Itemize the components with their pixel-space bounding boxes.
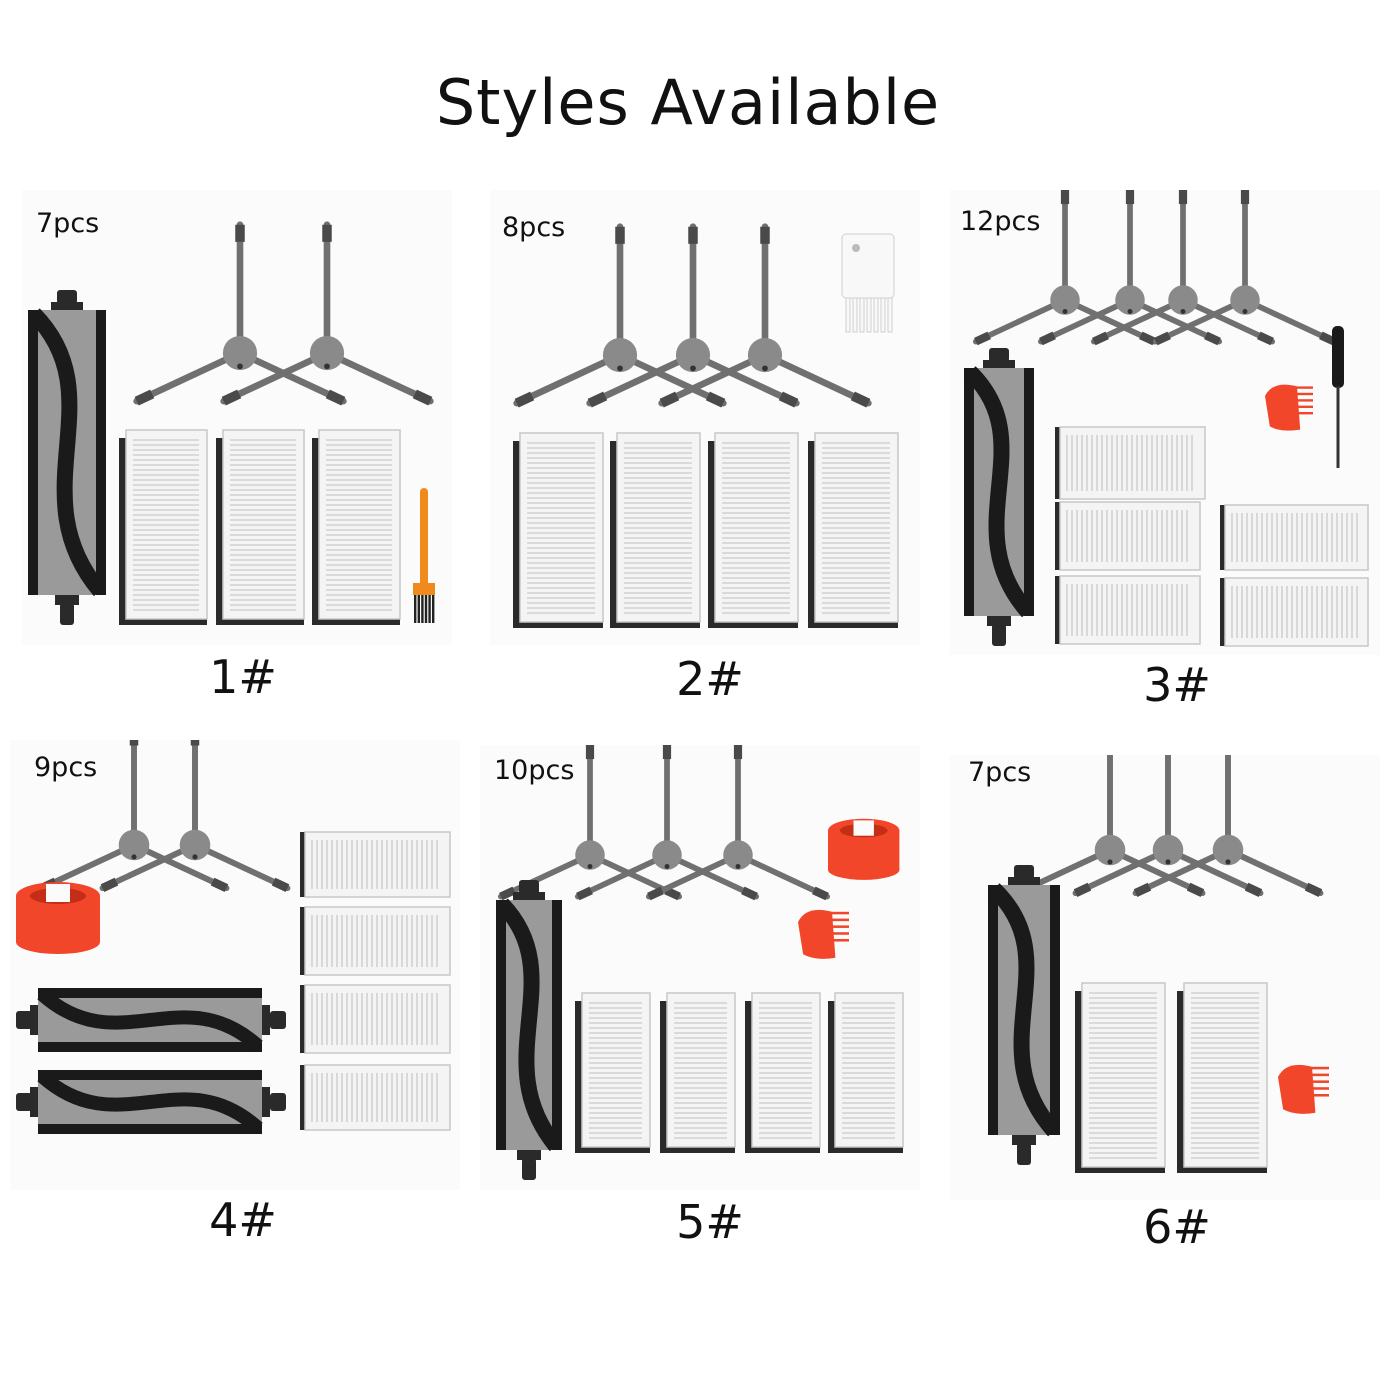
brush-cleaning-cup xyxy=(16,882,100,954)
style-card-5[interactable]: 10pcs xyxy=(480,745,920,1190)
side-brush xyxy=(220,221,434,406)
main-roller-brush xyxy=(496,880,563,1180)
side-brush xyxy=(574,745,760,901)
side-brush xyxy=(133,221,347,406)
side-brush xyxy=(1090,190,1276,346)
cleaning-tool xyxy=(1278,1064,1329,1114)
hepa-filter xyxy=(745,992,821,1153)
style-card-6[interactable]: 7pcs xyxy=(950,755,1380,1200)
side-brush xyxy=(972,190,1158,346)
hepa-filter xyxy=(216,429,305,625)
hepa-filter xyxy=(1055,501,1201,571)
cleaning-tool xyxy=(1265,384,1313,431)
side-brush xyxy=(1132,755,1324,897)
hepa-filter xyxy=(119,429,208,625)
hepa-filter xyxy=(300,984,451,1054)
style-4-number: 4# xyxy=(209,1193,277,1247)
style-1-piece-count: 7pcs xyxy=(36,208,100,239)
style-4-product-image xyxy=(16,740,451,1134)
style-6-number: 6# xyxy=(1143,1200,1211,1254)
hepa-filter xyxy=(1055,575,1201,645)
main-roller-brush xyxy=(16,1070,286,1134)
side-brush xyxy=(99,740,291,892)
brush-cleaning-cup xyxy=(828,818,900,880)
cleaning-comb xyxy=(841,233,895,333)
side-brush xyxy=(513,223,727,408)
side-brush xyxy=(658,223,872,408)
style-2-number: 2# xyxy=(676,652,744,706)
style-1-number: 1# xyxy=(209,650,277,704)
hepa-filter xyxy=(1220,577,1369,647)
style-5-number: 5# xyxy=(676,1195,744,1249)
hepa-filter xyxy=(708,432,799,628)
main-roller-brush xyxy=(988,865,1061,1165)
style-2-piece-count: 8pcs xyxy=(502,212,566,243)
hepa-filter xyxy=(300,1064,451,1131)
side-brush xyxy=(1037,190,1223,346)
style-6-piece-count: 7pcs xyxy=(968,757,1032,788)
style-1-product-image xyxy=(28,221,435,625)
style-card-1[interactable]: 7pcs xyxy=(22,190,452,645)
hepa-filter xyxy=(660,992,736,1153)
style-3-product-image xyxy=(964,190,1369,647)
style-card-2[interactable]: 8pcs xyxy=(490,190,920,645)
side-brush xyxy=(497,745,683,901)
hepa-filter xyxy=(575,992,651,1153)
style-2-product-image xyxy=(513,223,899,628)
style-card-4[interactable]: 9pcs xyxy=(10,740,460,1190)
hepa-filter xyxy=(312,429,401,625)
side-brush xyxy=(586,223,800,408)
hepa-filter xyxy=(300,831,451,898)
cleaning-tool xyxy=(798,909,849,959)
style-6-product-image xyxy=(988,755,1329,1173)
hepa-filter xyxy=(1220,504,1369,571)
main-roller-brush xyxy=(964,348,1035,646)
main-roller-brush xyxy=(16,988,286,1052)
hepa-filter xyxy=(1177,982,1268,1173)
hepa-filter xyxy=(1075,982,1166,1173)
style-4-piece-count: 9pcs xyxy=(34,752,98,783)
style-5-piece-count: 10pcs xyxy=(494,755,575,786)
cleaning-brush xyxy=(413,488,435,623)
hepa-filter xyxy=(300,906,451,976)
page-title: Styles Available xyxy=(435,66,941,139)
side-brush xyxy=(1072,755,1264,897)
hepa-filter xyxy=(513,432,604,628)
main-roller-brush xyxy=(28,290,107,625)
hepa-filter xyxy=(610,432,701,628)
style-card-3[interactable]: 12pcs xyxy=(950,190,1380,655)
hepa-filter xyxy=(1055,426,1206,500)
hepa-filter xyxy=(808,432,899,628)
style-3-piece-count: 12pcs xyxy=(960,206,1041,237)
screwdriver xyxy=(1332,326,1344,468)
style-5-product-image xyxy=(496,745,904,1180)
side-brush xyxy=(645,745,831,901)
side-brush xyxy=(1152,190,1338,346)
hepa-filter xyxy=(828,992,904,1153)
style-3-number: 3# xyxy=(1143,658,1211,712)
